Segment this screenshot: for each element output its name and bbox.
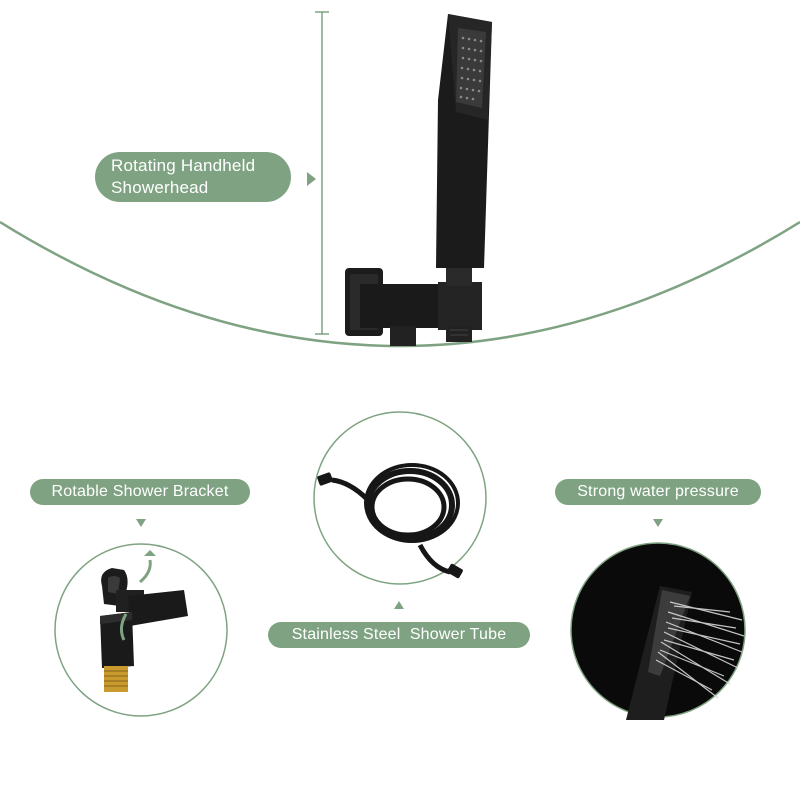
shower-hose-image [331, 463, 460, 575]
handheld-showerhead-callout: Rotating Handheld Showerhead [95, 152, 291, 202]
tube-circle-frame [313, 411, 487, 585]
curved-arrow-icon [144, 550, 156, 556]
bracket-circle-frame [54, 543, 228, 717]
curved-arrow-icon [139, 559, 152, 584]
triangle-down-icon [136, 519, 146, 527]
water-spray-image [626, 586, 745, 720]
water-pressure-callout: Strong water pressure [555, 479, 761, 505]
callout-line-1: Rotating Handheld [111, 156, 256, 175]
triangle-down-icon [653, 519, 663, 527]
triangle-up-icon [394, 601, 404, 609]
handheld-showerhead-image [345, 14, 492, 346]
bracket-callout: Rotable Shower Bracket [30, 479, 250, 505]
curved-arrow-icon [119, 613, 128, 641]
shower-tube-callout: Stainless Steel Shower Tube [268, 622, 530, 648]
callout-label: Stainless Steel Shower Tube [291, 626, 507, 643]
callout-label: Rotable Shower Bracket [51, 483, 229, 500]
shower-bracket-image [100, 568, 188, 692]
hose-end-fitting [317, 472, 333, 486]
hose-end-fitting [447, 563, 463, 579]
triangle-right-icon [307, 172, 316, 186]
callout-label: Strong water pressure [577, 483, 739, 500]
height-measure-line [315, 11, 329, 335]
callout-line-2: Showerhead [111, 178, 209, 197]
